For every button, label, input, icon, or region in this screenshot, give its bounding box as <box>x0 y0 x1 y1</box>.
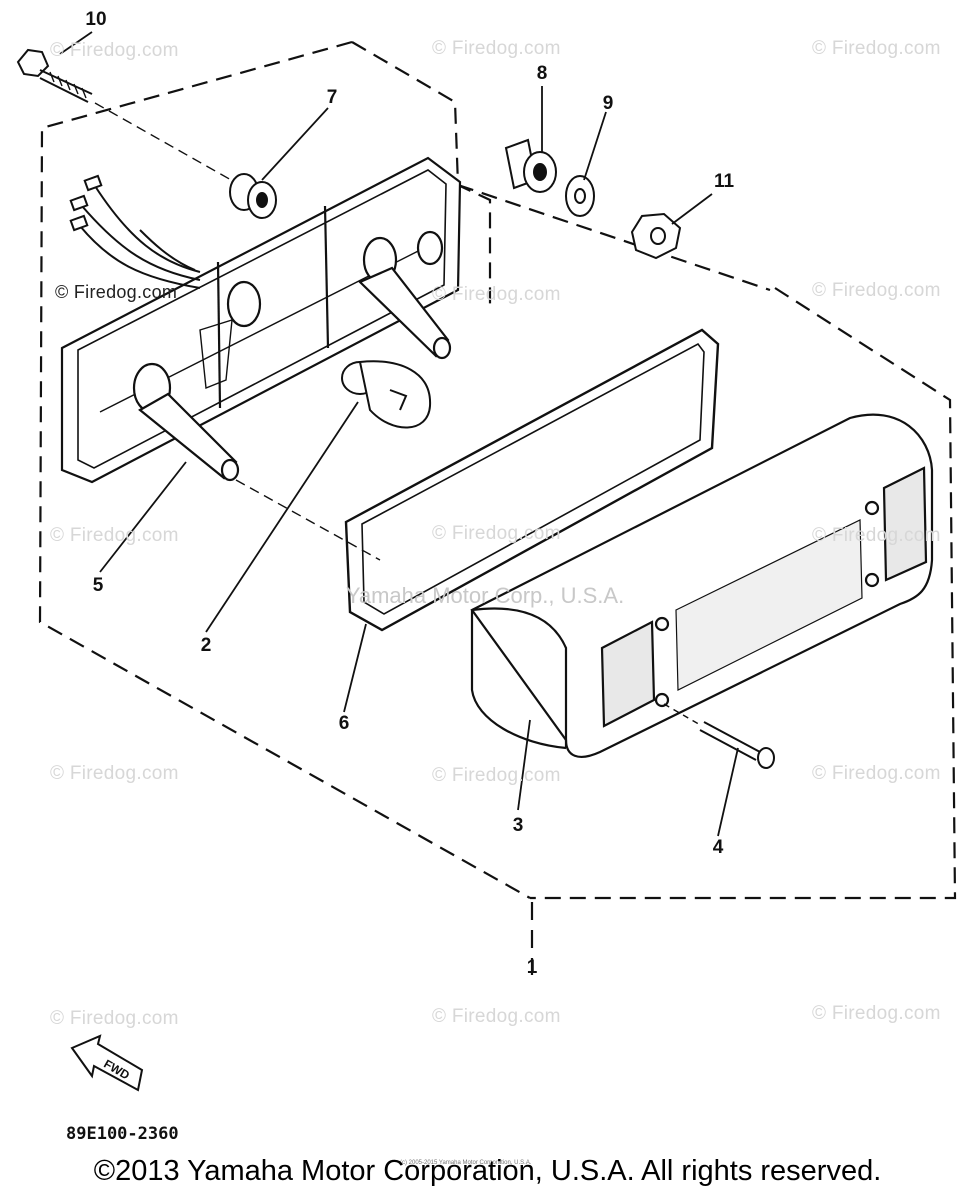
callout-4: 4 <box>712 837 724 858</box>
callout-5: 5 <box>92 575 104 596</box>
watermark: © Firedog.com <box>812 525 941 546</box>
fwd-arrow: FWD <box>70 1034 144 1092</box>
drawing-code: 89E100-2360 <box>66 1124 179 1144</box>
bolt-axis-line <box>94 102 241 186</box>
screw-axis-line <box>663 703 703 727</box>
stud-8 <box>504 138 557 193</box>
leader-lines <box>59 31 739 837</box>
callout-2: 2 <box>200 635 212 656</box>
callout-1: 1 <box>526 957 538 978</box>
watermark: © Firedog.com <box>50 40 179 61</box>
lens-3 <box>470 413 934 758</box>
center-watermark: Yamaha Motor Corp., U.S.A. <box>345 583 625 608</box>
watermark: © Firedog.com <box>812 38 941 59</box>
watermark: © Firedog.com <box>812 280 941 301</box>
bulb-axis-line <box>235 479 381 561</box>
callout-10: 10 <box>85 9 107 30</box>
callout-8: 8 <box>536 63 548 84</box>
callout-3: 3 <box>512 815 524 836</box>
watermark: © Firedog.com <box>812 1003 941 1024</box>
washer-9 <box>565 175 595 217</box>
nut-11 <box>630 212 682 260</box>
watermark: © Firedog.com <box>432 38 561 59</box>
watermark: © Firedog.com <box>432 284 561 305</box>
wiring-harness <box>69 174 201 289</box>
watermark: © Firedog.com <box>55 282 178 302</box>
tiny-copyright: (c) 2005-2015 Yamaha Motor Corporation, … <box>400 1160 532 1166</box>
watermark: © Firedog.com <box>50 1008 179 1029</box>
callout-7: 7 <box>326 87 338 108</box>
gasket-6 <box>344 328 720 632</box>
lamp-housing-5 <box>60 156 462 484</box>
watermark: © Firedog.com <box>812 763 941 784</box>
watermark: © Firedog.com <box>432 1006 561 1027</box>
bulb-2 <box>341 360 432 429</box>
watermark: © Firedog.com <box>50 525 179 546</box>
watermark: © Firedog.com <box>50 763 179 784</box>
screw-4 <box>699 721 775 769</box>
watermark: © Firedog.com <box>432 765 561 786</box>
footer-copyright: ©2013 Yamaha Motor Corporation, U.S.A. A… <box>93 1155 882 1187</box>
callout-9: 9 <box>602 93 614 114</box>
watermark: © Firedog.com <box>432 523 561 544</box>
callout-6: 6 <box>338 713 350 734</box>
callout-11: 11 <box>713 171 735 192</box>
bolt-10 <box>16 48 93 103</box>
grommet-7 <box>229 173 277 219</box>
